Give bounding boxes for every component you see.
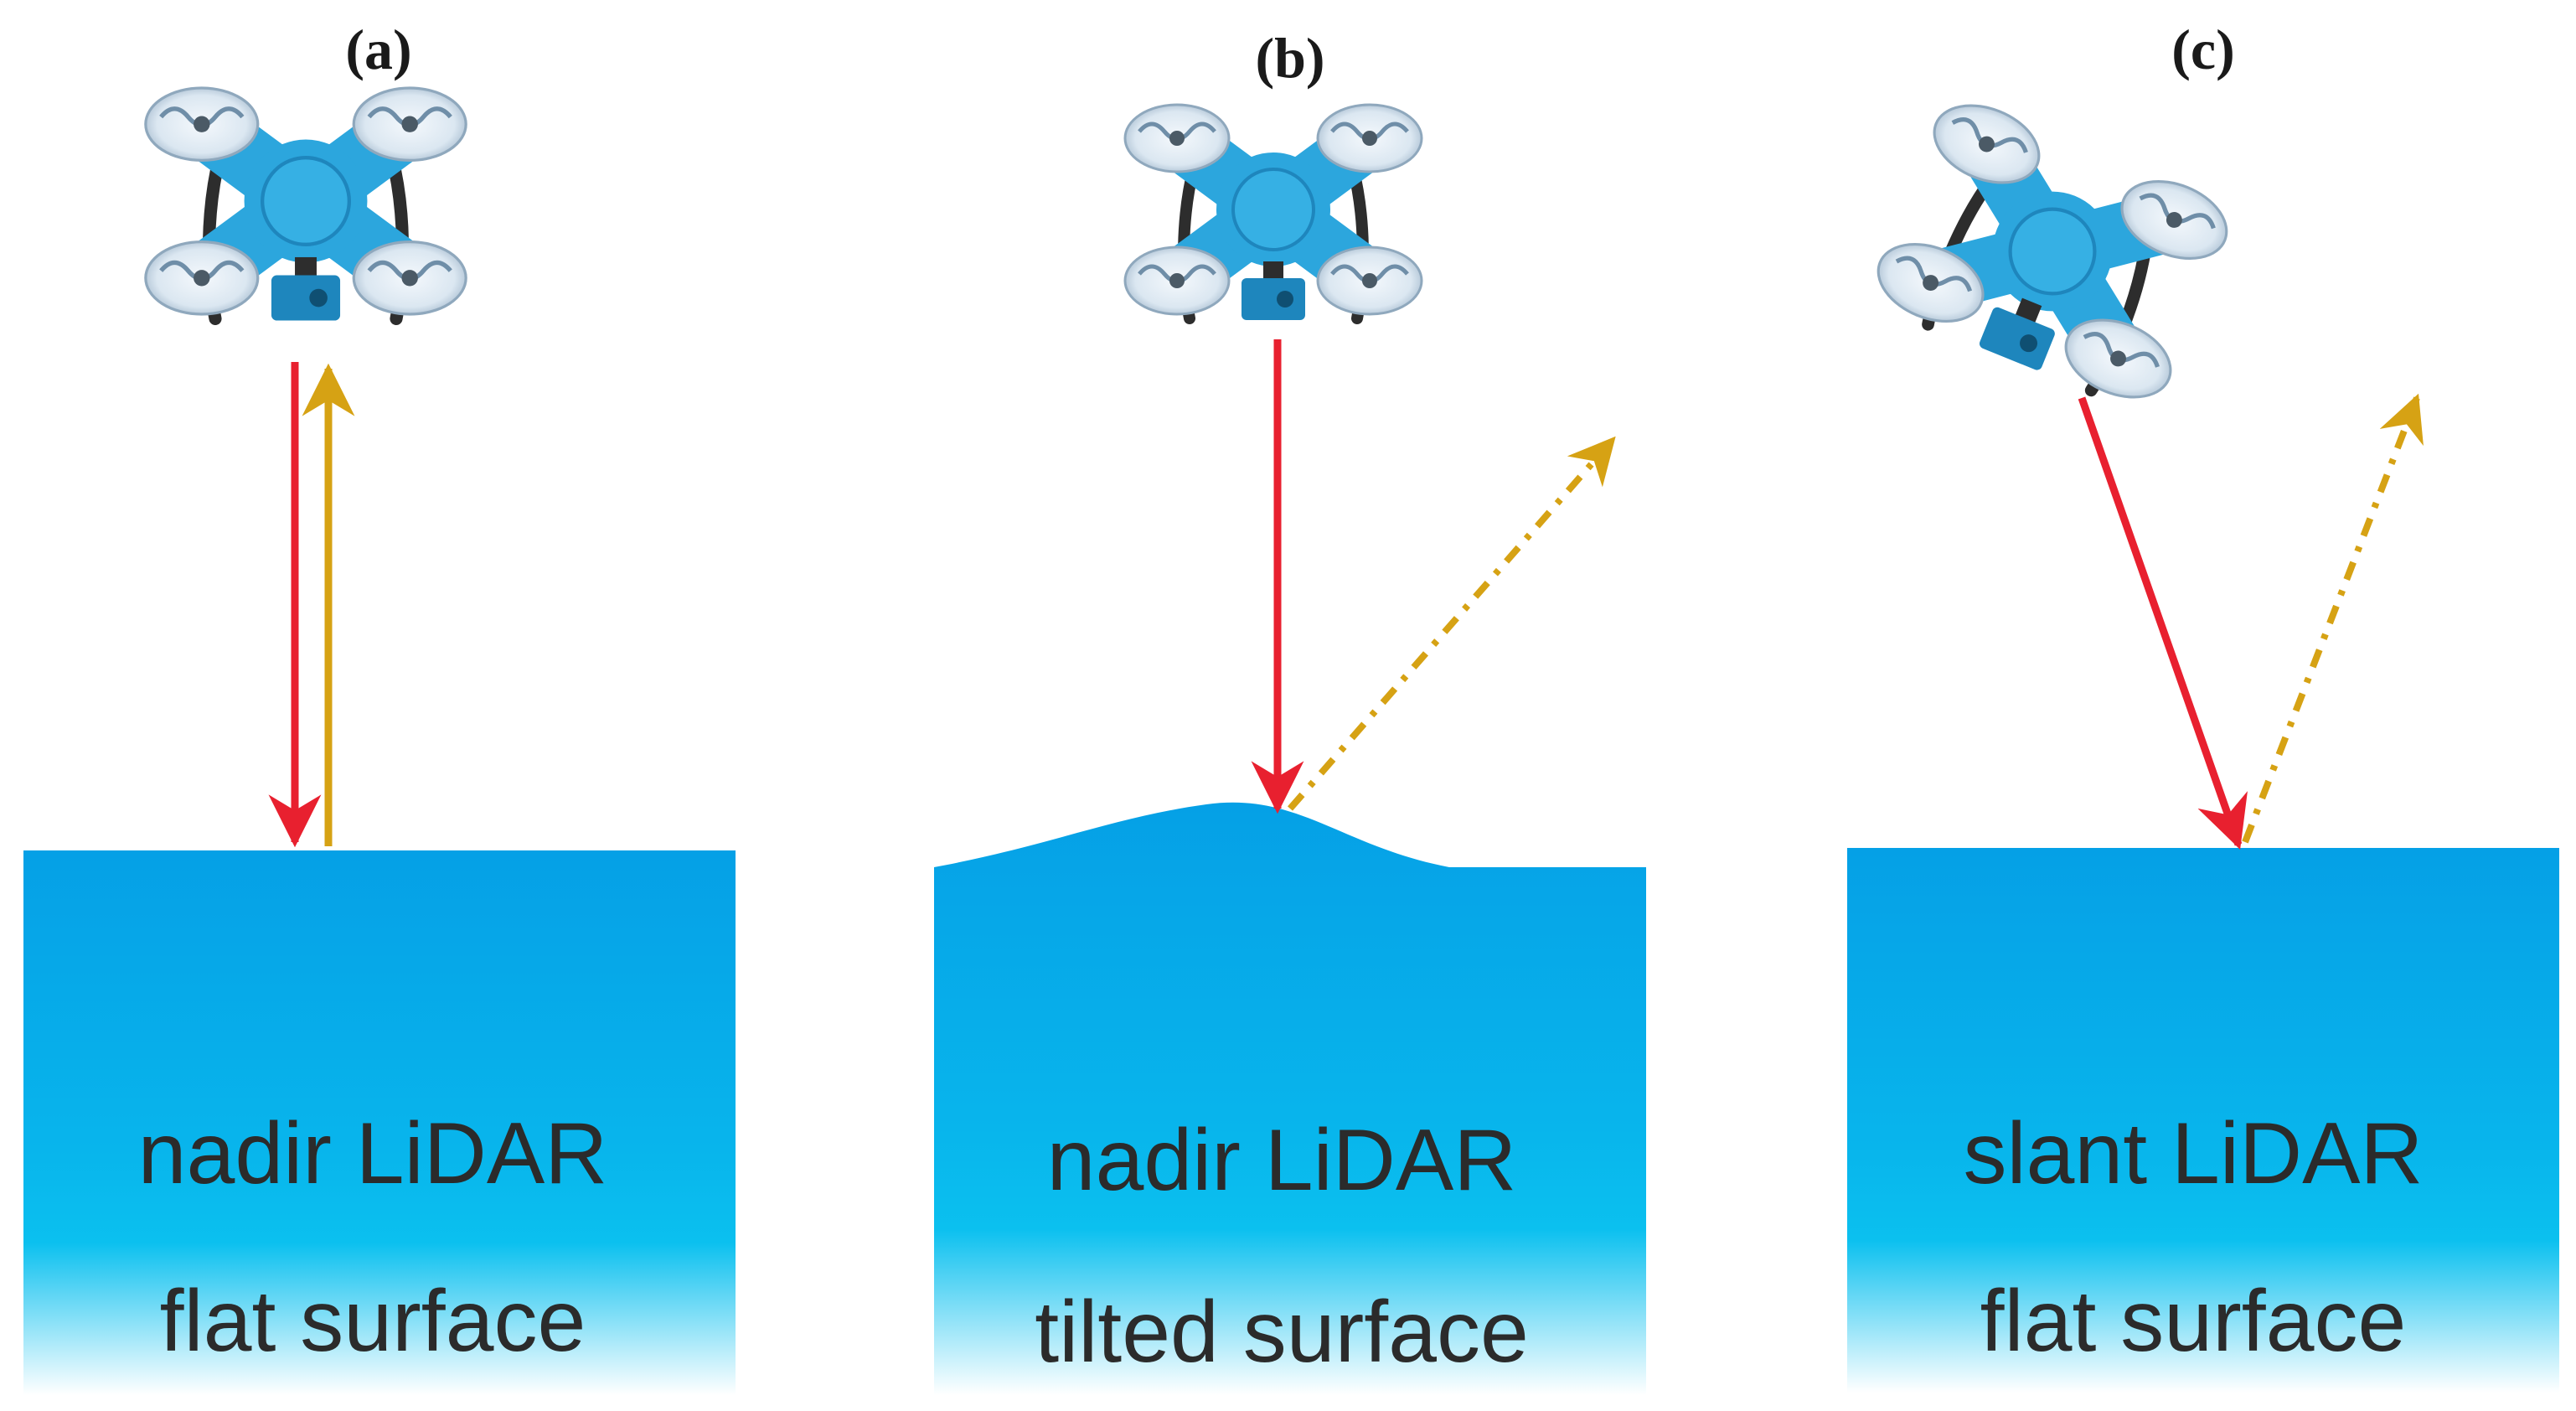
surface-label-a: flat surface xyxy=(160,1273,586,1370)
water-body-tilted xyxy=(934,802,1646,1395)
scattered-beam-arrow xyxy=(1287,436,1616,811)
panel-label-c: (c) xyxy=(2171,18,2234,81)
drone-icon xyxy=(1125,105,1422,320)
mode-label-a: nadir LiDAR xyxy=(138,1105,608,1202)
panel-b: (b) nadir LiDAR tilted surface xyxy=(934,26,1646,1395)
water-body-flat xyxy=(23,850,736,1395)
mode-label-c: slant LiDAR xyxy=(1963,1105,2423,1202)
surface-label-c: flat surface xyxy=(1980,1273,2407,1370)
scattered-beam-arrow xyxy=(2242,393,2424,844)
panel-label-b: (b) xyxy=(1255,26,1324,90)
water-body-flat xyxy=(1847,848,2559,1393)
surface-label-b: tilted surface xyxy=(1035,1284,1529,1381)
panel-c: (c) slant LiDAR flat surface xyxy=(1847,18,2559,1393)
drone-icon xyxy=(1865,91,2238,417)
drone-icon xyxy=(146,88,466,321)
emitted-beam-arrow xyxy=(2078,396,2248,850)
panel-label-a: (a) xyxy=(345,18,411,81)
panel-a: (a) nadir LiDAR flat surface xyxy=(23,18,736,1395)
mode-label-b: nadir LiDAR xyxy=(1047,1112,1517,1209)
